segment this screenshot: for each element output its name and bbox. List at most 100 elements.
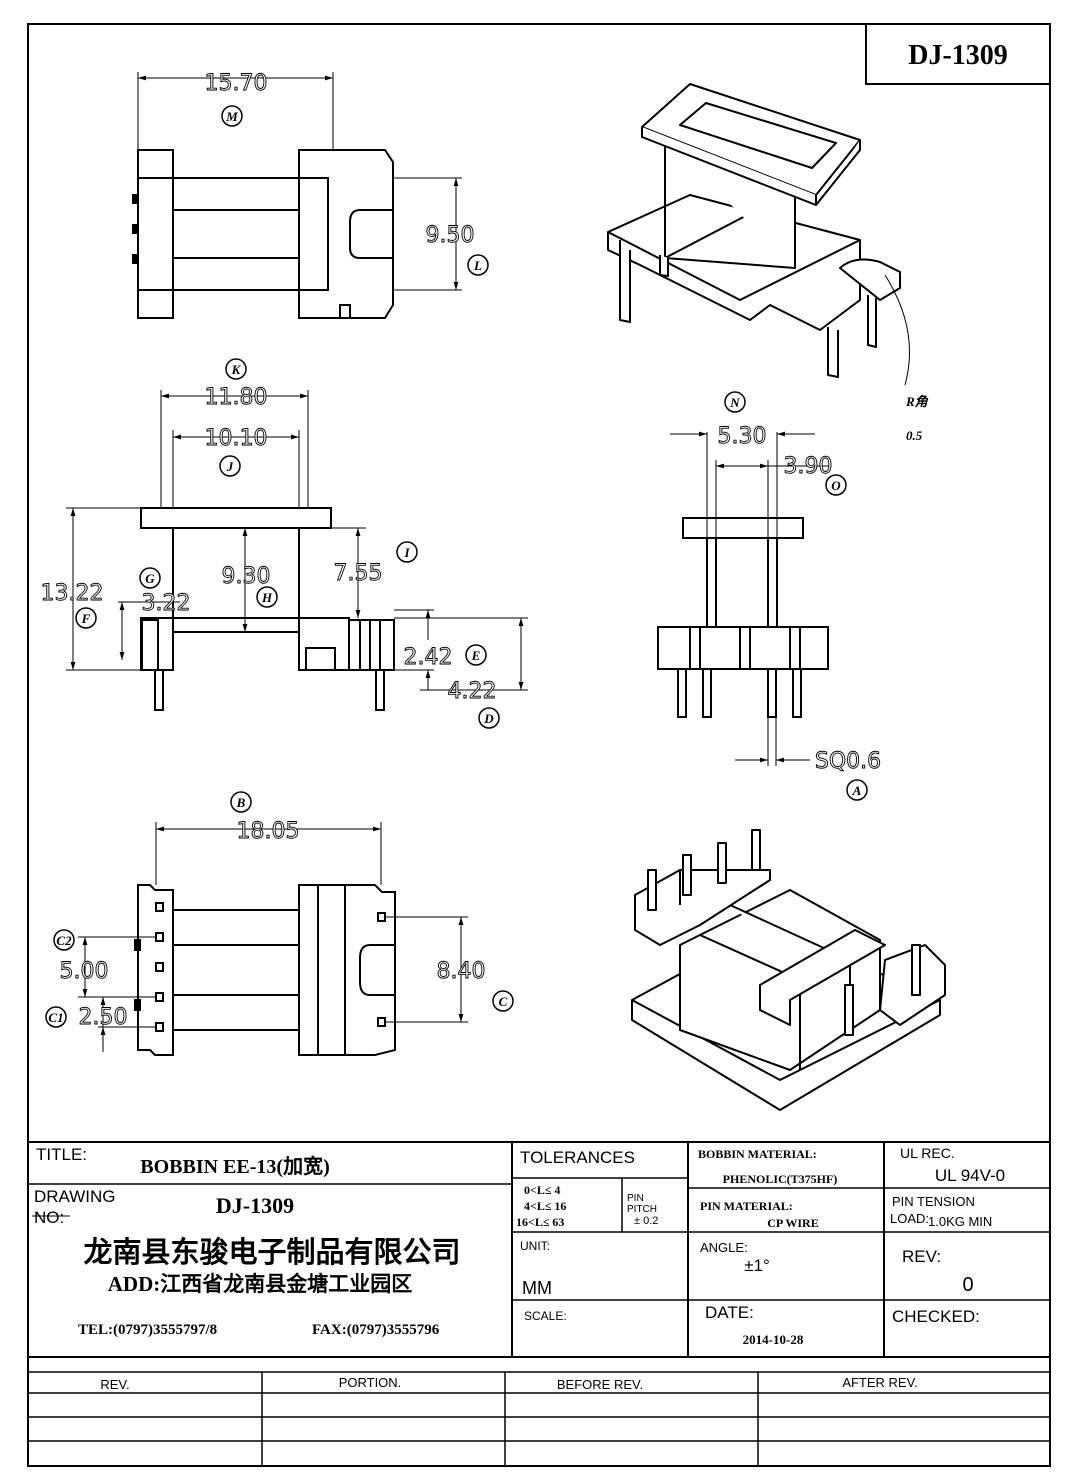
dim-B: [155, 822, 382, 885]
rev-table-header-before: BEFORE REV.: [557, 1377, 643, 1392]
dim-A: [735, 717, 810, 766]
callout-A: A: [846, 779, 868, 801]
dim-M-value: 15.70: [205, 71, 268, 96]
tolerance-row-1: 0<L≤ 4: [524, 1183, 560, 1197]
tolerance-row-2: 4<L≤ 16: [524, 1199, 566, 1213]
ul-label: UL REC.: [900, 1145, 955, 1161]
tolerance-row-3: 16<L≤ 63: [516, 1215, 564, 1229]
drawing-value: DJ-1309: [216, 1193, 294, 1218]
dim-F: [66, 507, 141, 671]
checked-label: CHECKED:: [892, 1307, 980, 1326]
svg-text:D: D: [483, 711, 494, 726]
unit-value: MM: [522, 1278, 552, 1298]
dim-N-value: 5.30: [718, 424, 767, 449]
dim-O: [715, 460, 830, 538]
dim-B-value: 18.05: [237, 819, 300, 844]
svg-text:J: J: [226, 459, 234, 474]
svg-text:C: C: [499, 994, 508, 1009]
callout-D: D: [478, 707, 500, 729]
bobbin-material-value: PHENOLIC(T375HF): [723, 1172, 838, 1186]
tolerances-label: TOLERANCES: [520, 1148, 635, 1167]
pin-pitch-label-1: PIN: [627, 1193, 644, 1204]
sheet-border: [27, 23, 1051, 1467]
rev-table-header-after: AFTER REV.: [842, 1375, 917, 1390]
callout-C: C: [492, 990, 514, 1012]
pin-material-label: PIN MATERIAL:: [700, 1199, 793, 1213]
title-label: TITLE:: [36, 1145, 87, 1164]
dim-C2: [78, 936, 156, 998]
dim-E-value: 2.42: [404, 645, 453, 670]
dim-C2-value: 5.00: [60, 959, 109, 984]
callout-I: I: [396, 541, 418, 563]
rev-table-header-portion: PORTION.: [339, 1375, 402, 1390]
callout-J: J: [219, 455, 241, 477]
svg-text:C1: C1: [48, 1010, 63, 1025]
callout-O: O: [825, 474, 847, 496]
dim-A-value: SQ0.6: [815, 749, 881, 774]
front-view: [140, 507, 395, 711]
svg-text:N: N: [729, 395, 740, 410]
svg-text:L: L: [473, 258, 482, 273]
dim-K-value: 11.80: [205, 385, 268, 410]
rev-value: 0: [962, 1274, 973, 1296]
svg-text:E: E: [471, 648, 481, 663]
svg-text:M: M: [225, 109, 238, 124]
dim-C: [385, 916, 468, 1023]
bobbin-material-label: BOBBIN MATERIAL:: [698, 1147, 817, 1161]
callout-M: M: [221, 105, 243, 127]
company-fax: FAX:(0797)3555796: [312, 1322, 440, 1338]
callout-C2: C2: [53, 929, 75, 951]
callout-L: L: [467, 254, 489, 276]
dim-G-value: 3.22: [142, 591, 191, 616]
company-tel: TEL:(0797)3555797/8: [78, 1322, 217, 1338]
callout-K: K: [225, 358, 247, 380]
title-block: [28, 1141, 1050, 1466]
pin-tension-value: 1.0KG MIN: [928, 1214, 992, 1229]
date-value: 2014-10-28: [743, 1332, 804, 1347]
rev-table-header-rev: REV.: [100, 1377, 129, 1392]
dim-D-value: 4.22: [448, 679, 497, 704]
dim-K: [160, 390, 309, 508]
dim-J-value: 10.10: [205, 426, 268, 451]
drawing-label-2: NO:: [34, 1208, 64, 1227]
callout-G: G: [139, 567, 161, 589]
svg-text:G: G: [145, 571, 155, 586]
pin-pitch-label-2: PITCH: [627, 1204, 657, 1215]
rev-label: REV:: [902, 1247, 941, 1266]
dim-C1: [98, 997, 156, 1052]
dim-D: [394, 617, 528, 691]
isometric-view-bottom: [631, 829, 946, 1111]
dim-O-value: 3.90: [784, 454, 833, 479]
svg-text:A: A: [852, 783, 862, 798]
side-view: [657, 517, 829, 718]
svg-text:K: K: [231, 362, 242, 377]
dim-I: [331, 527, 366, 618]
drawing-label-1: DRAWING: [34, 1187, 116, 1206]
company-address: ADD:江西省龙南县金塘工业园区: [108, 1272, 413, 1296]
dim-J: [172, 430, 300, 508]
svg-text:F: F: [81, 611, 91, 626]
svg-text:C2: C2: [56, 933, 72, 948]
callout-C1: C1: [45, 1006, 67, 1028]
title-value: BOBBIN EE-13(加宽): [140, 1154, 329, 1178]
pin-tension-label-2: LOAD:: [890, 1211, 929, 1226]
dim-M: [137, 72, 334, 150]
pin-tension-label-1: PIN TENSION: [892, 1194, 975, 1209]
angle-label: ANGLE:: [700, 1240, 748, 1255]
dim-I-value: 7.55: [334, 561, 383, 586]
angle-value: ±1°: [744, 1256, 770, 1275]
company-name: 龙南县东骏电子制品有限公司: [83, 1235, 460, 1269]
dim-H-value: 9.30: [222, 564, 271, 589]
callout-H: H: [256, 586, 278, 608]
dim-C-value: 8.40: [437, 959, 486, 984]
svg-text:B: B: [236, 795, 246, 810]
scale-label: SCALE:: [524, 1309, 567, 1323]
bottom-view: [134, 884, 396, 1056]
svg-text:H: H: [261, 590, 273, 605]
ul-value: UL 94V-0: [935, 1166, 1005, 1185]
dim-G: [118, 601, 180, 660]
dim-F-value: 13.22: [41, 581, 104, 606]
dim-L-value: 9.50: [426, 223, 475, 248]
callout-N: N: [724, 391, 746, 413]
